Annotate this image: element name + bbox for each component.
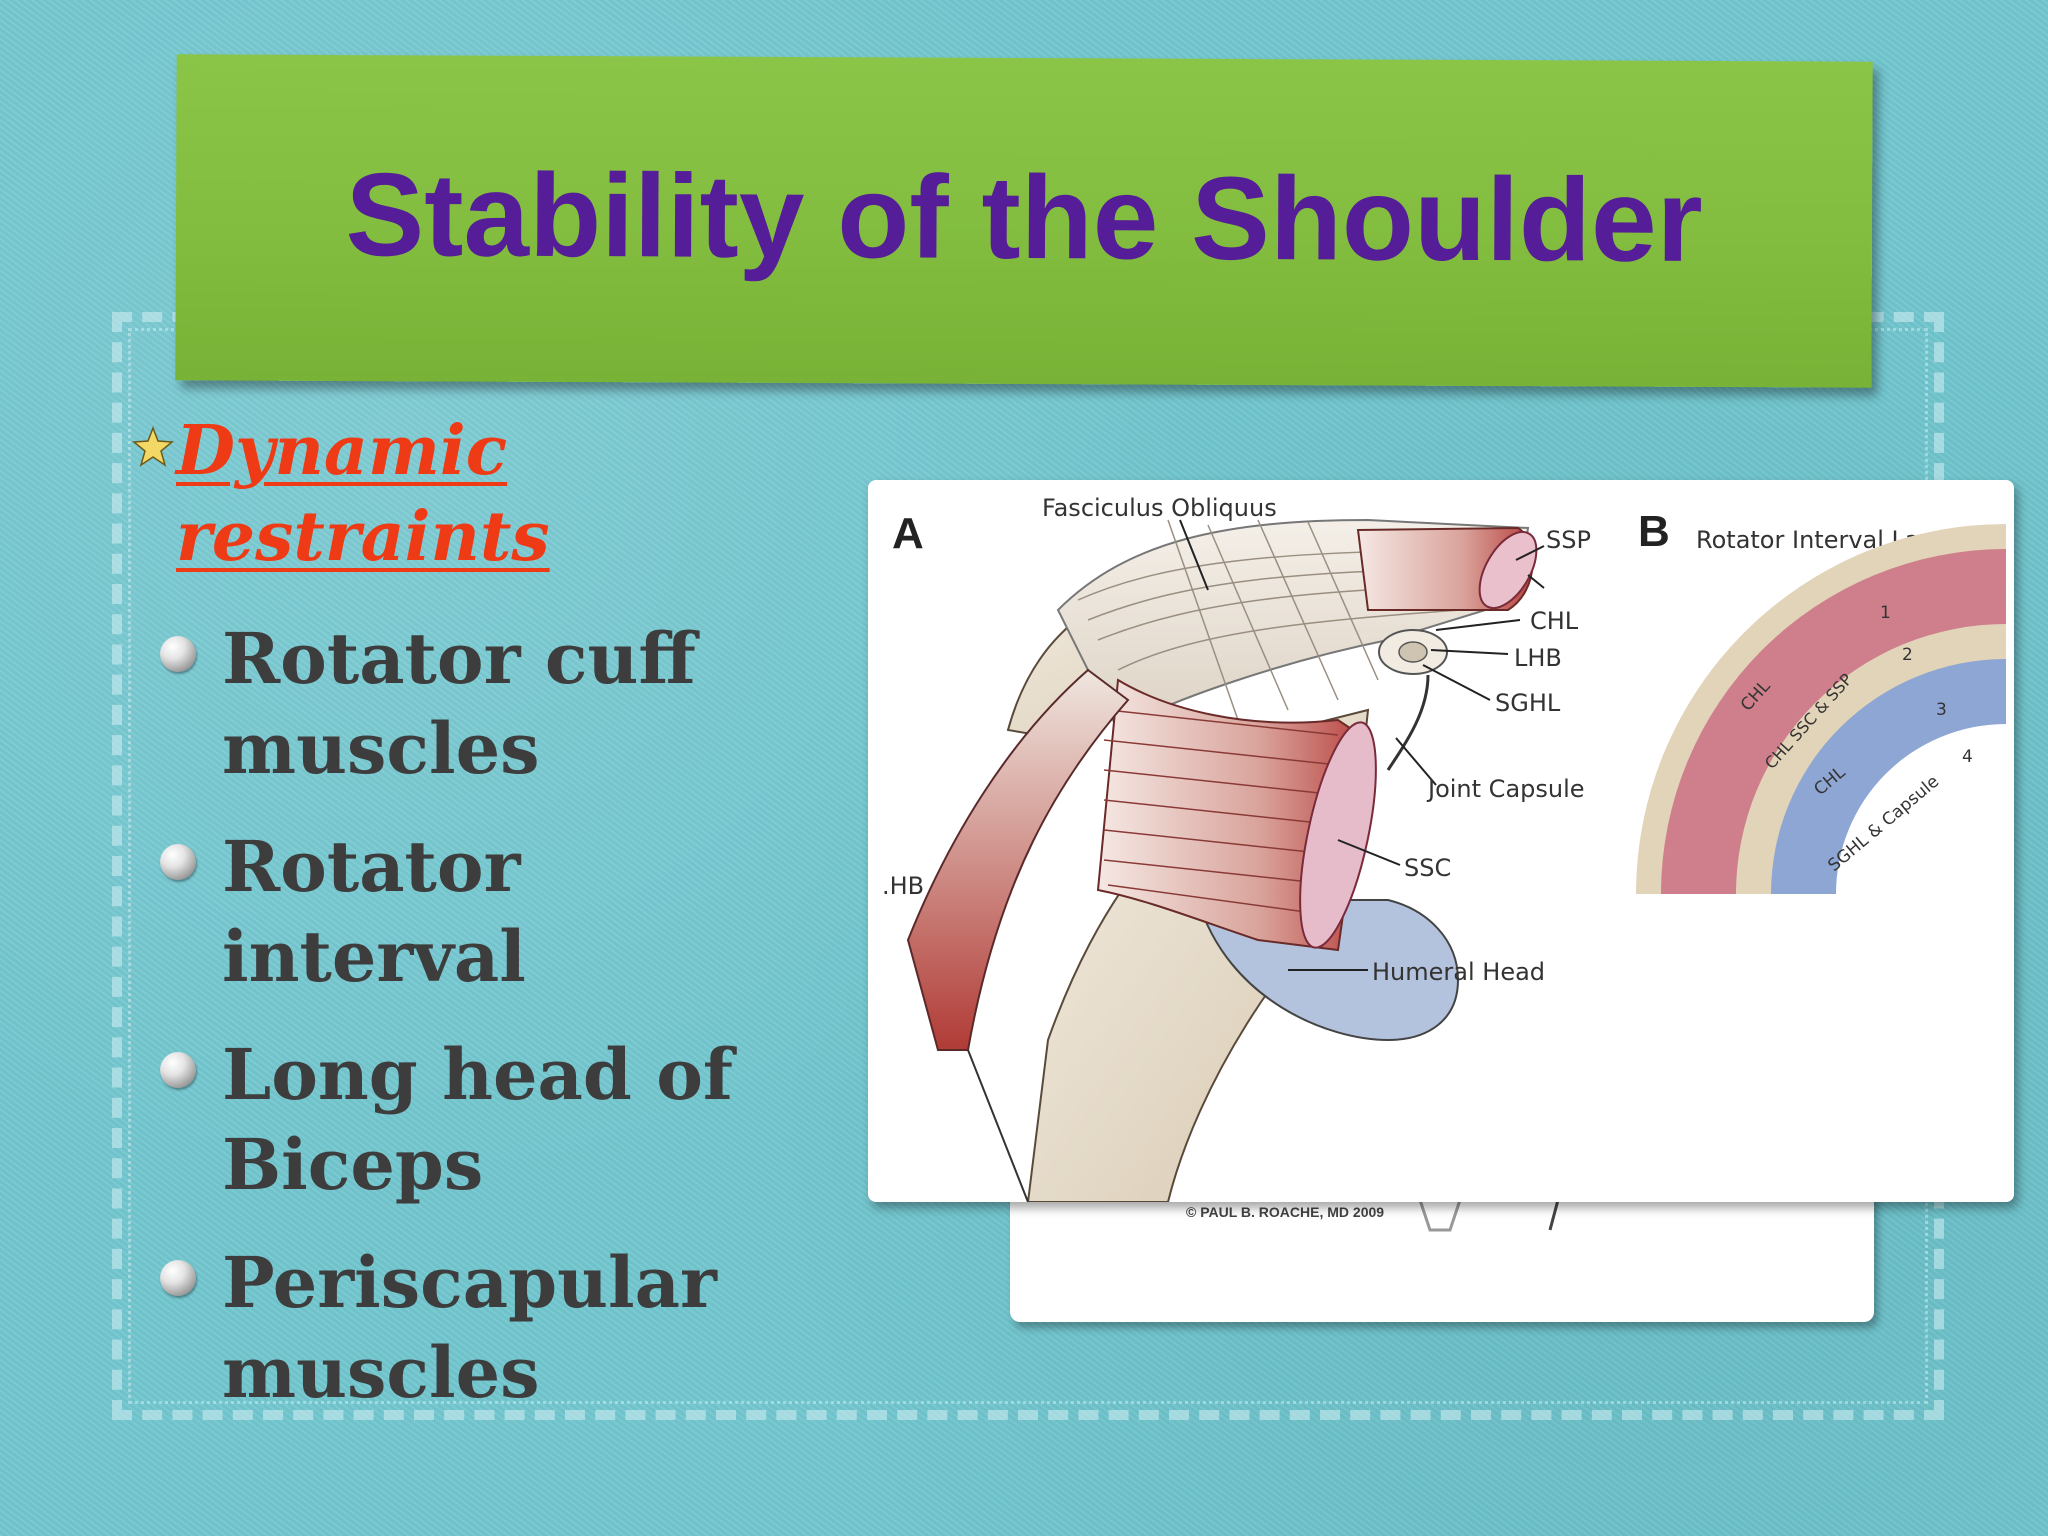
bullet-text: Periscapular muscles	[222, 1241, 717, 1414]
layer-4-number: 4	[1962, 747, 1973, 767]
layer-2-number: 2	[1902, 645, 1913, 665]
heading-dynamic-restraints: Dynamic restraints	[176, 411, 550, 577]
star-icon	[132, 426, 174, 467]
bullet-item: Periscapular muscles	[160, 1238, 780, 1418]
label-joint-capsule: Joint Capsule	[1426, 775, 1585, 803]
label-humeral-head: Humeral Head	[1372, 958, 1545, 986]
layer-1-number: 1	[1880, 603, 1891, 623]
title-banner: Stability of the Shoulder	[175, 54, 1873, 388]
bullet-item: Rotator interval	[160, 822, 780, 1002]
bullet-icon	[160, 1052, 196, 1088]
anatomy-figure: A Fasciculus Obliquus SSP CHL LHB SGHL J…	[868, 480, 2014, 1202]
label-lhb: LHB	[1514, 644, 1562, 672]
label-fasciculus-obliquus: Fasciculus Obliquus	[1042, 494, 1277, 522]
bullet-item: Long head of Biceps	[160, 1030, 780, 1210]
shoulder-anatomy-illustration: A Fasciculus Obliquus SSP CHL LHB SGHL J…	[882, 494, 2014, 1202]
label-lhb-left: .HB	[882, 872, 924, 900]
bullet-item: Rotator cuff muscles	[160, 614, 780, 794]
label-sghl: SGHL	[1495, 689, 1561, 717]
bullet-text: Rotator interval	[222, 825, 526, 998]
bullet-text: Rotator cuff muscles	[222, 617, 696, 790]
figure-copyright: © PAUL B. ROACHE, MD 2009	[1186, 1204, 1385, 1220]
panel-b-letter: B	[1638, 507, 1670, 556]
bullet-icon	[160, 1260, 196, 1296]
label-chl: CHL	[1530, 607, 1579, 635]
layer-3-number: 3	[1936, 700, 1947, 720]
figure-fragment-icon	[1418, 1199, 1560, 1232]
label-ssc: SSC	[1404, 854, 1451, 882]
slide-title: Stability of the Shoulder	[345, 149, 1703, 287]
rotator-interval-layers-diagram	[1628, 524, 2014, 1202]
panel-a-letter: A	[892, 509, 924, 558]
bullet-text: Long head of Biceps	[222, 1033, 734, 1206]
label-ssp: SSP	[1546, 526, 1591, 554]
bullet-icon	[160, 636, 196, 672]
bullet-list: Rotator cuff muscles Rotator interval Lo…	[160, 614, 780, 1446]
bullet-icon	[160, 844, 196, 880]
